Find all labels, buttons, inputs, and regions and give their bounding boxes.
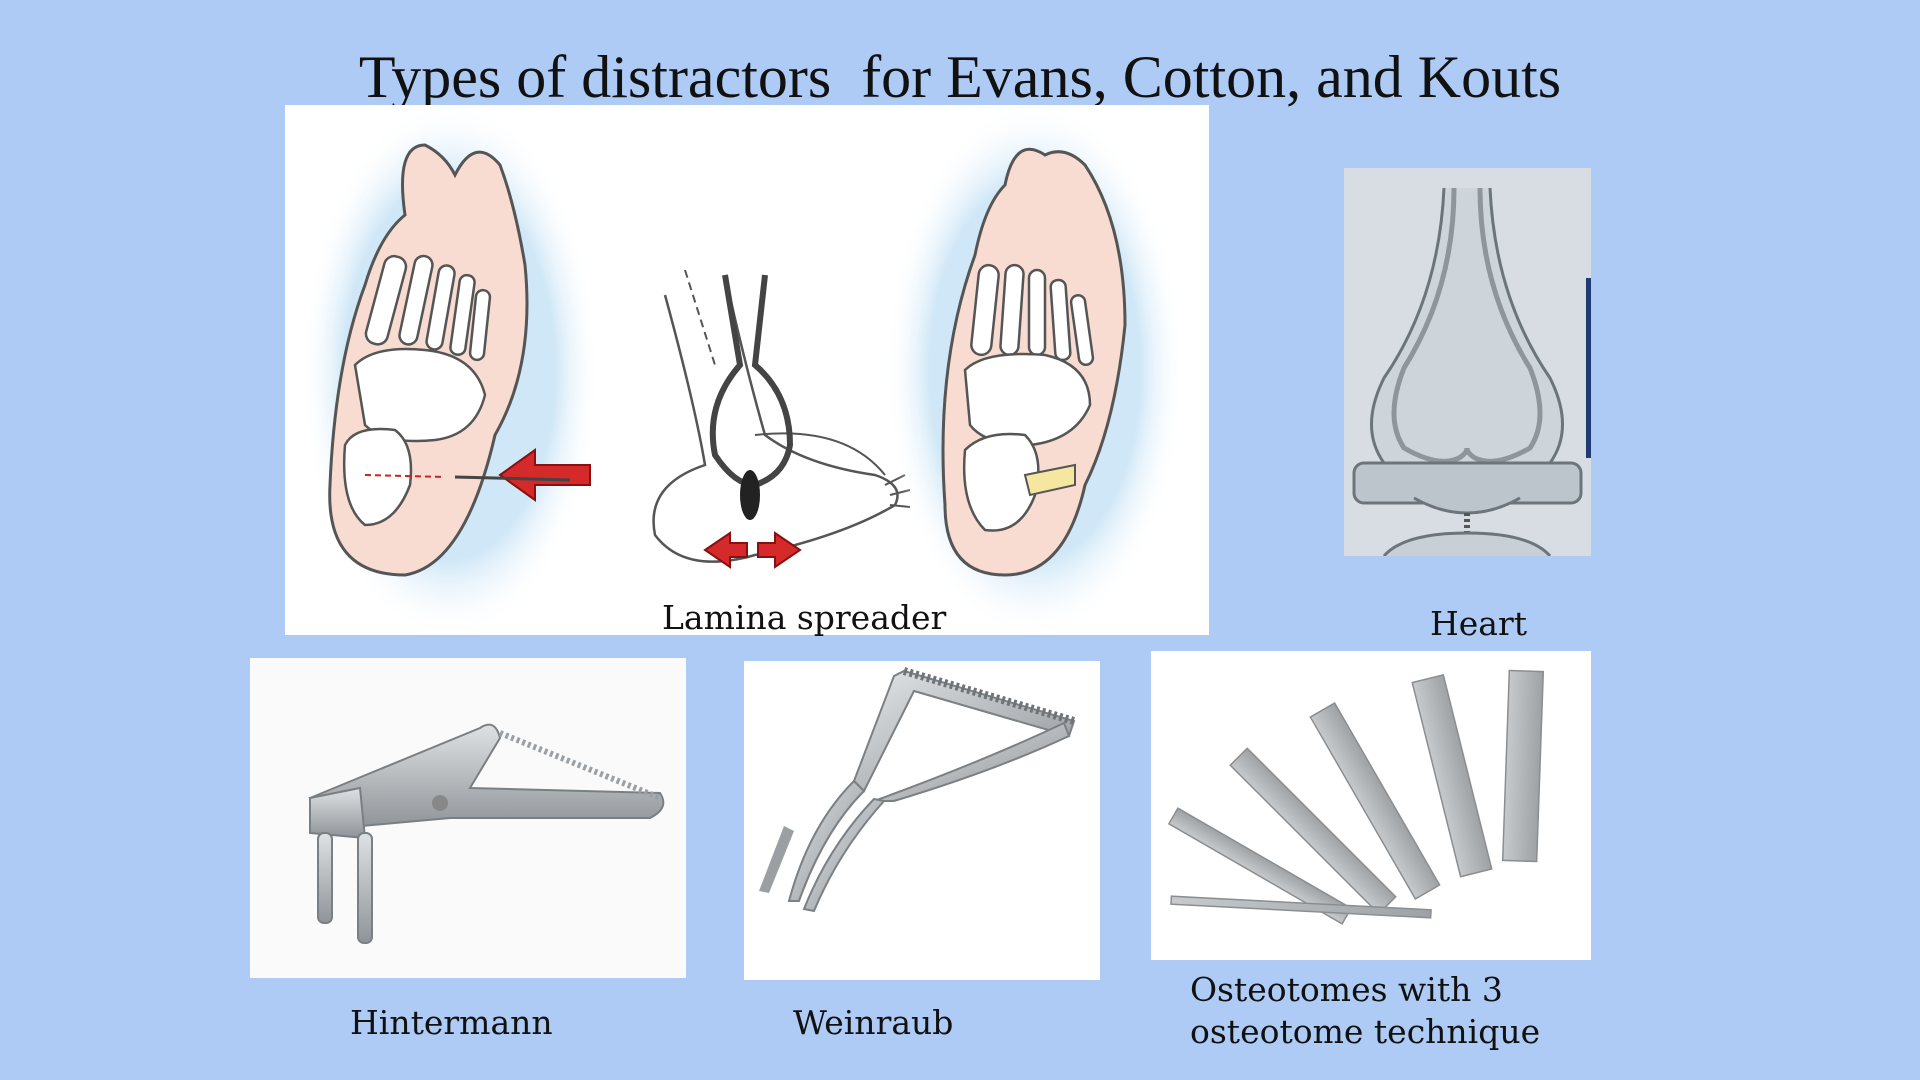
lamina-spreader-image [285,105,1209,635]
osteotomes-image [1151,651,1591,960]
hintermann-distractor-image [250,658,686,978]
lamina-spreader-caption: Lamina spreader [662,598,947,637]
slide-title: Types of distractors for Evans, Cotton, … [358,44,1562,110]
hintermann-caption: Hintermann [350,1003,553,1042]
heart-caption: Heart [1430,604,1528,643]
weinraub-distractor-image [744,661,1100,980]
right-foot-drawing [885,105,1185,635]
weinraub-caption: Weinraub [793,1003,954,1042]
heart-distractor-image [1344,168,1591,556]
ankle-spreader-drawing [652,269,911,569]
left-foot-drawing [300,105,600,635]
osteotomes-caption: Osteotomes with 3 osteotome technique [1190,970,1541,1051]
